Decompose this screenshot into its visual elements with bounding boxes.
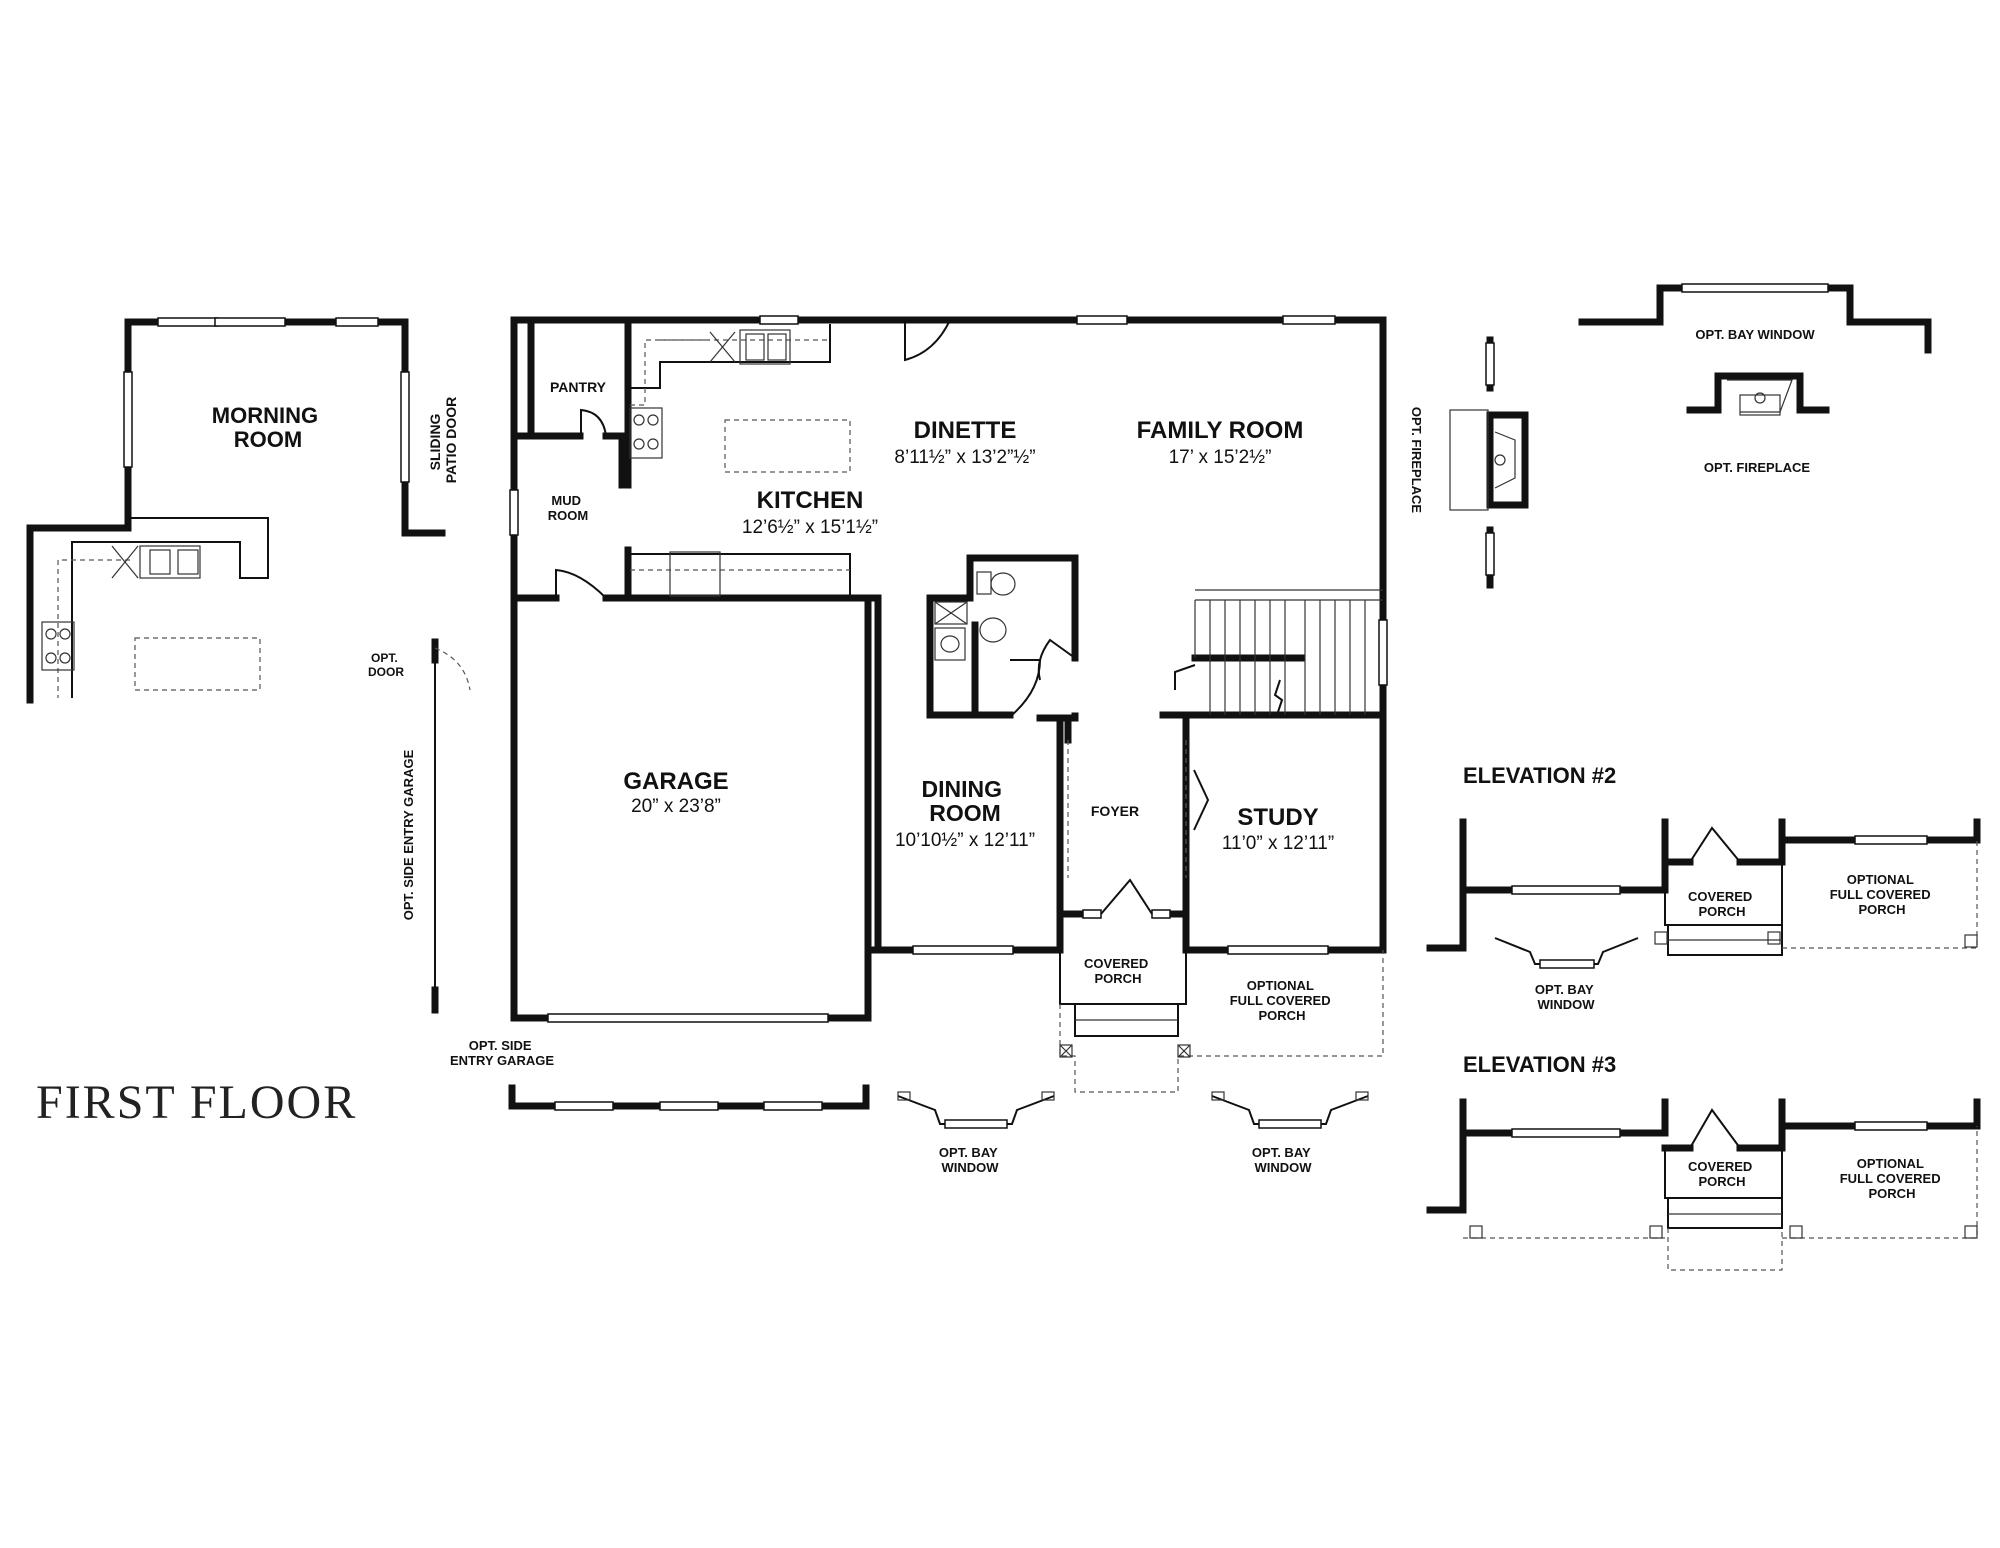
study-label: STUDY	[1237, 804, 1318, 831]
e3-ofcp-line1: OPTIONAL	[1857, 1156, 1924, 1171]
dinette-label: DINETTE	[914, 417, 1017, 444]
opt-bay-window-top-label: OPT. BAY WINDOW	[1695, 327, 1815, 342]
stair-treads	[1209, 600, 1366, 715]
obw2-line2: WINDOW	[1254, 1160, 1312, 1175]
opt-side-line2: ENTRY GARAGE	[450, 1053, 554, 1068]
family-room-label: FAMILY ROOM	[1137, 417, 1304, 444]
floor-title: FIRST FLOOR	[36, 1076, 357, 1129]
dining-room-size: 10’10½” x 12’11”	[895, 830, 1035, 851]
e2-cp-line1: COVERED	[1688, 889, 1752, 904]
e3-cp-line2: PORCH	[1699, 1174, 1746, 1189]
ofcp-line3: PORCH	[1259, 1008, 1306, 1023]
elevation-2-optional-full-covered-porch: OPTIONAL FULL COVERED PORCH	[1830, 872, 1935, 917]
study-size: 11’0” x 12’11”	[1222, 833, 1334, 854]
opt-garage-front-wall	[508, 1084, 870, 1111]
kitchen-size: 12’6½” x 15’1½”	[742, 517, 878, 538]
opt-bay-window-study	[1211, 1091, 1369, 1129]
opt-fireplace-side	[1449, 336, 1529, 589]
opt-bay-window-study-label: OPT. BAY WINDOW	[1252, 1145, 1314, 1175]
garage-label: GARAGE	[623, 768, 728, 795]
family-room-size: 17’ x 15’2½”	[1169, 447, 1272, 468]
foyer-label: FOYER	[1091, 803, 1139, 819]
main-house	[509, 315, 1388, 1093]
opt-door-line1: OPT.	[371, 651, 398, 665]
sliding-line: SLIDING	[427, 413, 443, 470]
e2-ofcp-line1: OPTIONAL	[1847, 872, 1914, 887]
morning-room-label: MORNING ROOM	[212, 403, 324, 452]
mud-room-line2: ROOM	[548, 508, 588, 523]
dining-room-line1: DINING	[922, 776, 1003, 802]
sliding-patio-door-label: SLIDING PATIO DOOR	[427, 397, 459, 484]
patio-door-line: PATIO DOOR	[443, 397, 459, 484]
e3-ofcp-line2: FULL COVERED	[1840, 1171, 1941, 1186]
opt-side-entry-garage-label: OPT. SIDE ENTRY GARAGE	[450, 1038, 554, 1068]
e2-obw-line1: OPT. BAY	[1535, 982, 1594, 997]
opt-fireplace-top-label: OPT. FIREPLACE	[1704, 460, 1811, 475]
elevation-2-plan	[1426, 818, 1981, 969]
opt-bay-window-top	[1578, 283, 1932, 354]
elevation-2-opt-bay-window: OPT. BAY WINDOW	[1535, 982, 1597, 1012]
morning-room-option: MORNING ROOM SLIDING PATIO DOOR OPT. DOO…	[26, 317, 471, 1014]
opt-door-line2: DOOR	[368, 665, 404, 679]
mud-room-line1: MUD	[551, 493, 581, 508]
covered-porch-label: COVERED PORCH	[1084, 956, 1152, 986]
optional-full-covered-porch-label: OPTIONAL FULL COVERED PORCH	[1230, 978, 1335, 1023]
e2-ofcp-line3: PORCH	[1859, 902, 1906, 917]
covered-porch-line2: PORCH	[1095, 971, 1142, 986]
elevation-3-title: ELEVATION #3	[1463, 1052, 1616, 1077]
opt-door-label: OPT. DOOR	[368, 651, 404, 679]
opt-fireplace-side-label: OPT. FIREPLACE	[1409, 407, 1424, 514]
elevation-2-covered-porch: COVERED PORCH	[1688, 889, 1756, 919]
ofcp-line2: FULL COVERED	[1230, 993, 1331, 1008]
dining-room-label: DINING ROOM	[922, 776, 1009, 826]
mud-room-label: MUD ROOM	[548, 493, 588, 523]
morning-room-line1: MORNING	[212, 403, 318, 428]
elevation-3-plan	[1426, 1098, 1981, 1271]
ofcp-line1: OPTIONAL	[1247, 978, 1314, 993]
dinette-size: 8’11½” x 13’2”½”	[894, 447, 1035, 468]
e3-ofcp-line3: PORCH	[1869, 1186, 1916, 1201]
elevation-3-optional-full-covered-porch: OPTIONAL FULL COVERED PORCH	[1840, 1156, 1945, 1201]
e2-obw-line2: WINDOW	[1537, 997, 1595, 1012]
obw2-line1: OPT. BAY	[1252, 1145, 1311, 1160]
garage-size: 20” x 23’8”	[631, 796, 721, 817]
pantry-label: PANTRY	[550, 379, 607, 395]
obw1-line2: WINDOW	[941, 1160, 999, 1175]
obw1-line1: OPT. BAY	[939, 1145, 998, 1160]
opt-side-entry-garage-vertical-label: OPT. SIDE ENTRY GARAGE	[401, 749, 416, 920]
opt-fireplace-top	[1686, 372, 1830, 416]
opt-side-line1: OPT. SIDE	[469, 1038, 532, 1053]
elevation-2-title: ELEVATION #2	[1463, 763, 1616, 788]
opt-bay-window-dining	[897, 1091, 1055, 1129]
covered-porch-line1: COVERED	[1084, 956, 1148, 971]
e3-cp-line1: COVERED	[1688, 1159, 1752, 1174]
opt-bay-window-dining-label: OPT. BAY WINDOW	[939, 1145, 1001, 1175]
morning-room-line2: ROOM	[234, 427, 302, 452]
kitchen-label: KITCHEN	[757, 487, 864, 514]
dining-room-line2: ROOM	[929, 800, 1001, 826]
e2-cp-line2: PORCH	[1699, 904, 1746, 919]
elevation-3-covered-porch: COVERED PORCH	[1688, 1159, 1756, 1189]
e2-ofcp-line2: FULL COVERED	[1830, 887, 1931, 902]
